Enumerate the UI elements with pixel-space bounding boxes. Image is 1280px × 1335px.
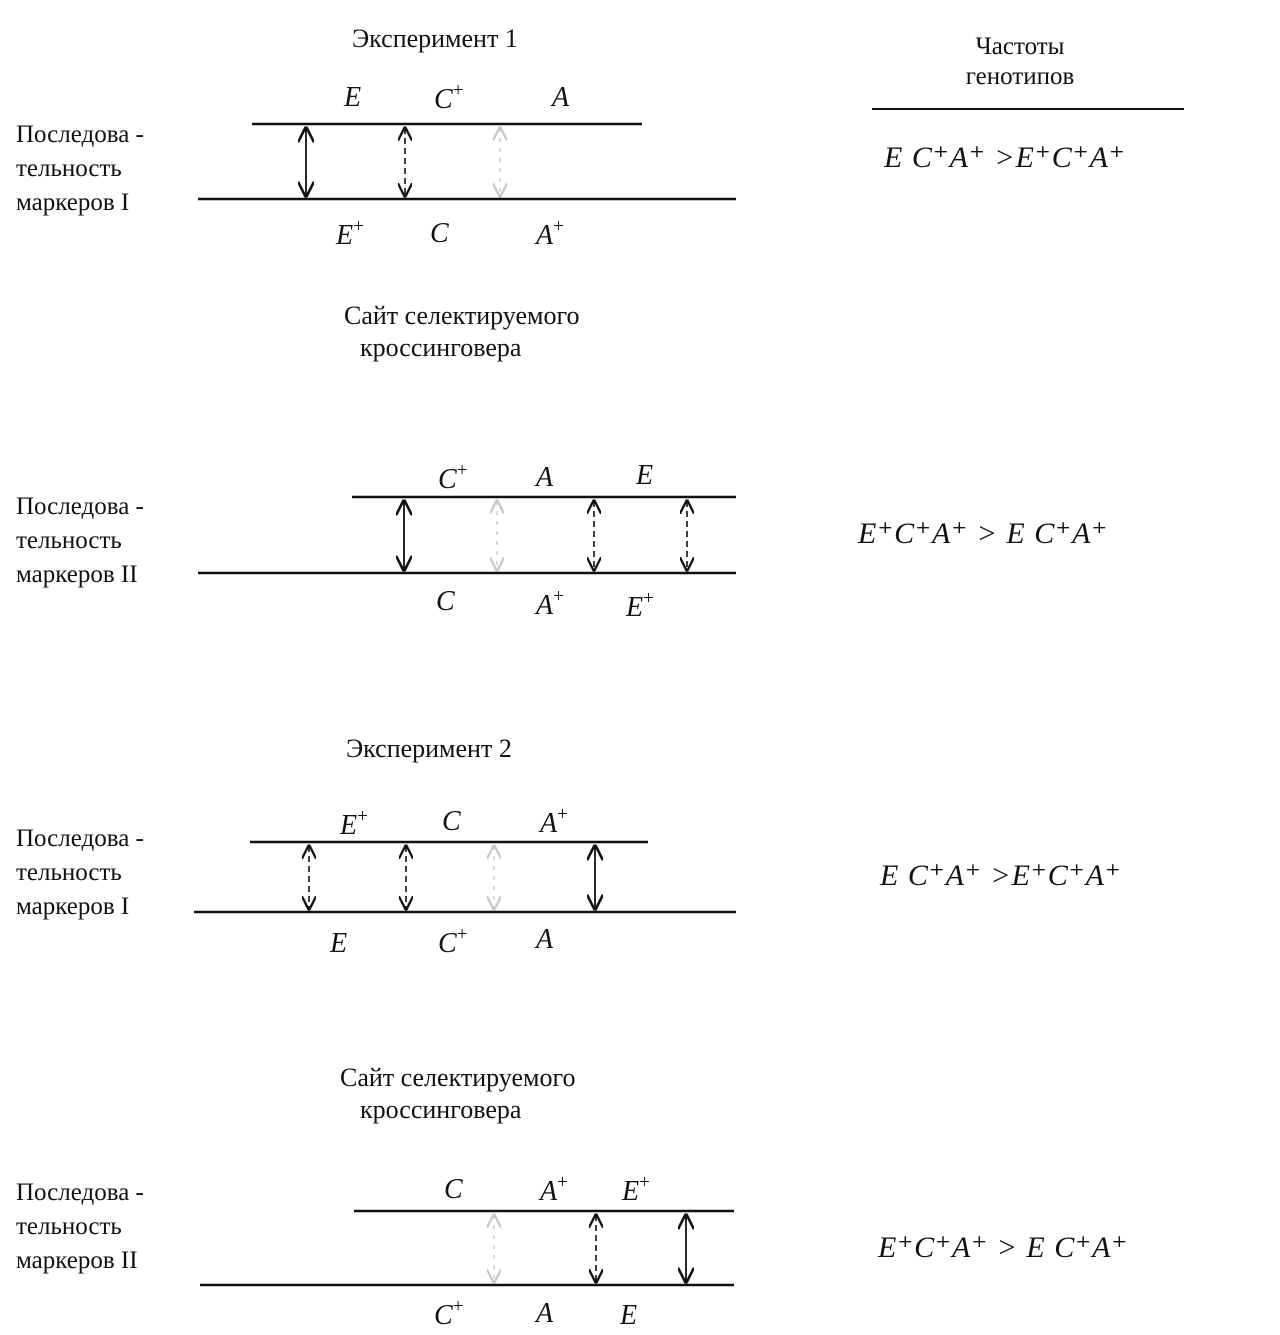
sequence-label-line3: маркеров II [16, 561, 138, 588]
sequence-label-line1: Последова - [16, 825, 144, 852]
marker-E: E [344, 82, 362, 113]
marker-E-plus: E+ [340, 806, 368, 841]
sequence-label-exp2-I: Последова - тельность маркеров I [16, 822, 144, 924]
marker-A-plus: A+ [536, 216, 564, 251]
marker-E: E [636, 460, 654, 491]
sequence-label-line3: маркеров II [16, 1247, 138, 1274]
sequence-label-line1: Последова - [16, 1179, 144, 1206]
marker-C: C [430, 218, 449, 249]
marker-E: E [330, 928, 348, 959]
crossover-site-label-2-line1: Сайт селектируемого [340, 1063, 576, 1092]
marker-A: A [536, 1298, 554, 1329]
sequence-label-exp1-II: Последова - тельность маркеров II [16, 490, 144, 592]
marker-E-plus: E+ [336, 216, 364, 251]
crossover-site-label-2-line2: кроссинговера [360, 1095, 522, 1124]
marker-A: A [552, 82, 570, 113]
sequence-label-line1: Последова - [16, 493, 144, 520]
marker-C-plus: C+ [438, 924, 468, 959]
sequence-label-line2: тельность [16, 155, 122, 182]
sequence-label-line2: тельность [16, 1213, 122, 1240]
genotype-frequency-3: E C⁺A⁺ >E⁺C⁺A⁺ [880, 859, 1122, 892]
sequence-label-line2: тельность [16, 859, 122, 886]
sequence-label-line3: маркеров I [16, 893, 130, 920]
marker-C-plus: C+ [434, 1296, 464, 1331]
frequency-header-rule [872, 108, 1184, 110]
sequence-label-exp1-I: Последова - тельность маркеров I [16, 118, 144, 220]
crossover-site-label-1: Сайт селектируемого кроссинговера [344, 300, 579, 364]
marker-E-plus: E+ [626, 588, 654, 623]
sequence-label-exp2-II: Последова - тельность маркеров II [16, 1176, 144, 1278]
genotype-frequency-4: E⁺C⁺A⁺ > E C⁺A⁺ [878, 1231, 1129, 1264]
sequence-label-line1: Последова - [16, 121, 144, 148]
sequence-label-line2: тельность [16, 527, 122, 554]
crossover-site-label-1-line2: кроссинговера [360, 333, 522, 362]
frequency-header-line2: генотипов [965, 63, 1075, 90]
marker-A: A [536, 924, 554, 955]
marker-C: C [436, 586, 455, 617]
marker-E-plus: E+ [622, 1172, 650, 1207]
marker-E: E [620, 1300, 638, 1331]
crossover-site-label-1-line1: Сайт селектируемого [344, 301, 580, 330]
marker-A-plus: A+ [540, 804, 568, 839]
genotype-frequency-2: E⁺C⁺A⁺ > E C⁺A⁺ [858, 517, 1109, 550]
experiment-1-title: Эксперимент 1 [352, 24, 518, 53]
marker-C: C [444, 1174, 463, 1205]
marker-C-plus: C+ [434, 80, 464, 115]
experiment-2-title: Эксперимент 2 [346, 734, 512, 763]
frequency-header: Частоты генотипов [890, 32, 1150, 92]
marker-C: C [442, 806, 461, 837]
marker-A-plus: A+ [536, 586, 564, 621]
sequence-label-line3: маркеров I [16, 189, 130, 216]
genotype-frequency-1: E C⁺A⁺ >E⁺C⁺A⁺ [884, 141, 1126, 174]
marker-A-plus: A+ [540, 1172, 568, 1207]
marker-A: A [536, 462, 554, 493]
marker-C-plus: C+ [438, 460, 468, 495]
frequency-header-line1: Частоты [975, 33, 1065, 60]
crossover-site-label-2: Сайт селектируемого кроссинговера [340, 1062, 575, 1126]
